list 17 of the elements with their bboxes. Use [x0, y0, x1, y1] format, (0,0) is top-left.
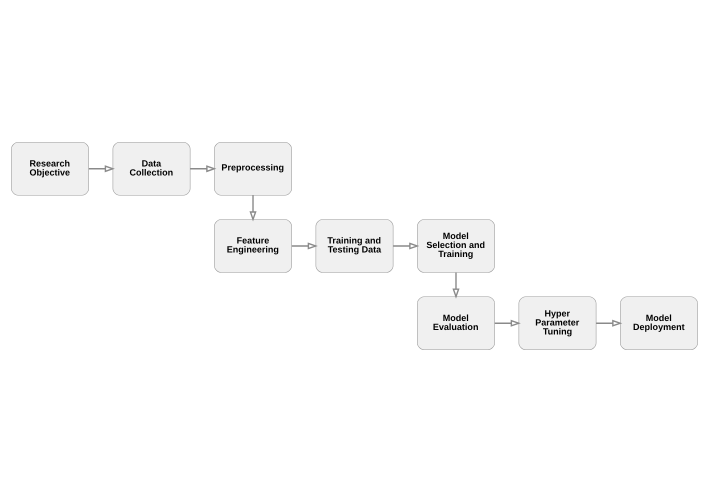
node-box: Training and Testing Data — [316, 218, 394, 272]
node-box: Feature Engineering — [214, 218, 292, 272]
arrow — [88, 164, 115, 172]
node-box: Research Objective — [11, 141, 89, 196]
node-box: Model Deployment — [620, 296, 698, 350]
node-box: Data Collection — [112, 141, 190, 196]
arrow — [494, 319, 521, 326]
arrow — [190, 164, 216, 172]
node-box: Hyper Parameter Tuning — [518, 296, 596, 350]
arrow — [596, 319, 622, 326]
arrow — [292, 242, 318, 250]
arrow — [393, 242, 420, 250]
arrow — [249, 194, 257, 221]
arrow — [452, 272, 460, 298]
node-box: Preprocessing — [214, 141, 292, 196]
node-box: Model Evaluation — [417, 296, 495, 350]
node-box: Model Selection and Training — [417, 218, 495, 272]
